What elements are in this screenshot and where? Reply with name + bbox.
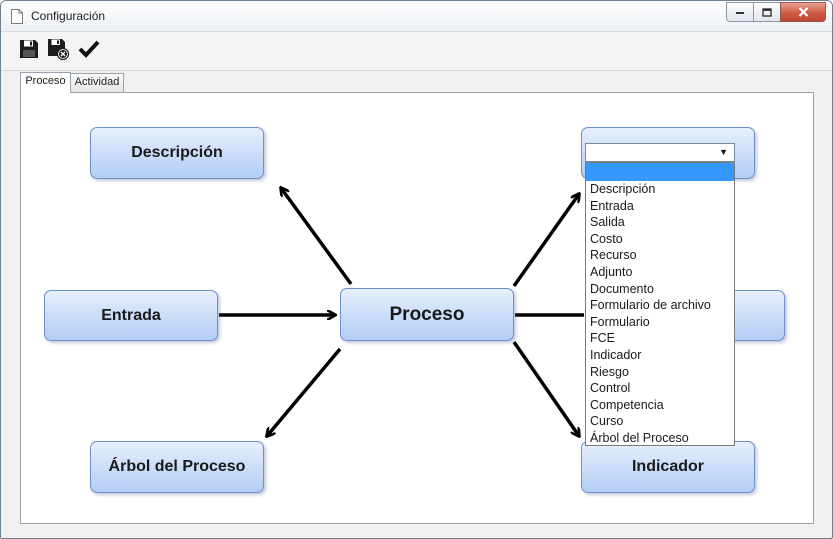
dropdown-option[interactable]: Descripción (590, 182, 656, 196)
title-bar[interactable]: Configuración (1, 1, 832, 32)
minimize-icon (736, 12, 744, 14)
arrow-to-descripcion (281, 188, 353, 286)
dropdown-option[interactable]: Riesgo (590, 364, 629, 379)
node-type-dropdown-list: Descripción Entrada Salida Costo Recurso… (585, 162, 735, 446)
tab-proceso[interactable]: Proceso (20, 72, 71, 93)
arrow-to-arbol (267, 347, 342, 436)
node-proceso[interactable]: Proceso (340, 288, 514, 341)
close-button[interactable] (780, 2, 826, 22)
floppy-disk-close-icon (48, 39, 69, 60)
minimize-button[interactable] (726, 2, 753, 22)
save-button[interactable] (18, 38, 40, 60)
floppy-disk-icon (20, 40, 38, 58)
dropdown-option[interactable]: Costo (590, 231, 623, 246)
close-icon (798, 7, 808, 17)
maximize-button[interactable] (753, 2, 780, 22)
dropdown-option[interactable]: Indicador (590, 347, 642, 362)
confirm-button[interactable] (78, 38, 100, 60)
maximize-icon (762, 7, 772, 17)
dropdown-option[interactable]: Documento (590, 281, 654, 296)
dropdown-option[interactable]: Curso (590, 414, 624, 429)
dropdown-option[interactable]: Árbol del Proceso (590, 430, 689, 445)
dropdown-option[interactable]: Entrada (590, 198, 634, 213)
arrow-to-indicador (512, 341, 579, 436)
toolbar (1, 32, 832, 71)
dropdown-option[interactable]: FCE (590, 331, 615, 346)
node-arbol-del-proceso[interactable]: Árbol del Proceso (90, 441, 264, 493)
dropdown-option[interactable]: Salida (590, 215, 625, 230)
dropdown-option[interactable]: Recurso (590, 248, 637, 263)
dropdown-option[interactable]: Formulario (590, 314, 650, 329)
chevron-down-icon[interactable]: ▼ (719, 147, 728, 157)
tab-actividad[interactable]: Actividad (70, 73, 124, 92)
dropdown-option[interactable]: Adjunto (590, 264, 633, 279)
dropdown-option[interactable]: Control (590, 381, 631, 396)
dropdown-option[interactable]: Formulario de archivo (590, 298, 711, 313)
node-descripcion[interactable]: Descripción (90, 127, 264, 179)
node-indicador[interactable]: Indicador (581, 441, 755, 493)
node-type-select[interactable]: ▼ (585, 143, 735, 162)
checkmark-icon (78, 40, 100, 58)
window-title: Configuración (31, 9, 106, 23)
arrow-to-top-right (512, 194, 579, 288)
node-entrada[interactable]: Entrada (44, 290, 218, 341)
document-icon (11, 9, 23, 24)
save-close-button[interactable] (47, 38, 69, 60)
dropdown-option-empty[interactable] (586, 163, 734, 181)
dropdown-option[interactable]: Competencia (590, 397, 664, 412)
